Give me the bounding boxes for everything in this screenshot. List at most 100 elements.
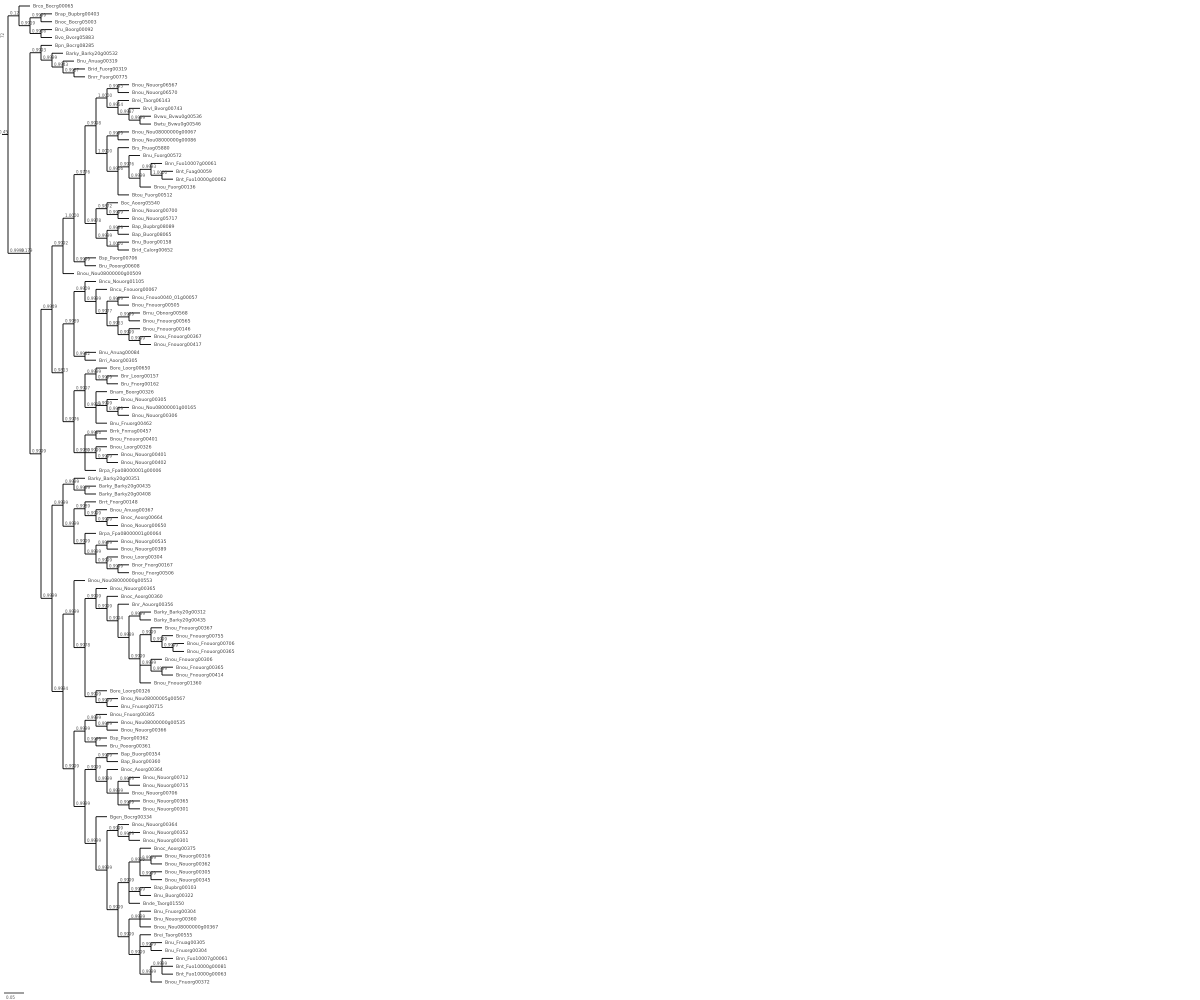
support-value: 0.9976 xyxy=(65,416,79,421)
support-value: 0.9999 xyxy=(32,13,46,18)
support-value: 0.9999 xyxy=(120,312,134,317)
leaf-label: Bnou_Nouorg05717 xyxy=(132,216,177,222)
support-value: 0.9999 xyxy=(65,609,79,614)
support-value: 0.9989 xyxy=(120,632,134,637)
support-value: 0.9994 xyxy=(109,616,123,621)
support-value: 0.9982 xyxy=(76,351,90,356)
support-value: 0.9999 xyxy=(98,400,112,405)
support-value: 0.9999 xyxy=(109,825,123,830)
leaf-label: Bnu_Fnuorg00715 xyxy=(121,704,163,710)
support-value: 0.9999 xyxy=(98,776,112,781)
support-value: 0.9999 xyxy=(98,516,112,521)
leaf-label: Bnou_Nouorg00365 xyxy=(143,799,188,805)
leaf-label: Bnou_Fnouorg00414 xyxy=(176,673,224,679)
support-value: 0.9954 xyxy=(109,102,123,107)
support-value: 0.9963 xyxy=(109,321,123,326)
leaf-label: Bnou_Fnouorg01360 xyxy=(154,681,202,687)
support-value: 0.9999 xyxy=(109,131,123,136)
support-value: 0.9999 xyxy=(98,233,112,238)
support-value: 0.9999 xyxy=(98,865,112,870)
support-value: 0.9999 xyxy=(153,666,167,671)
leaf-label: Brei_Taorg06143 xyxy=(132,98,170,104)
leaf-label: Brs_Pruag05880 xyxy=(132,145,170,151)
leaf-label: Bvwu_Bvwu0g00536 xyxy=(154,114,202,120)
leaf-label: Bnde_Taorg01550 xyxy=(143,901,184,907)
support-value: 0.9999 xyxy=(109,296,123,301)
leaf-label: Bnou_Loorg00304 xyxy=(121,555,163,561)
tree-branches xyxy=(2,5,184,983)
support-value: 0.9986 xyxy=(87,430,101,435)
support-value: 0.9999 xyxy=(87,715,101,720)
leaf-label: Bnou_Nouorg00401 xyxy=(121,452,166,458)
leaf-label: Bnrr_Fuorg00775 xyxy=(88,74,128,80)
leaf-label: Bnr_Loorg00157 xyxy=(121,374,159,380)
support-value: 0.9999 xyxy=(32,449,46,454)
support-value: 0.9966 xyxy=(109,166,123,171)
support-value: 0.9978 xyxy=(87,218,101,223)
leaf-label: Bnu_Fnuorg00304 xyxy=(165,948,207,954)
support-value: 0.9999 xyxy=(142,871,156,876)
support-value: 0.9989 xyxy=(65,319,79,324)
leaf-label: Barky_Barky20g00312 xyxy=(154,610,206,616)
leaf-label: Bnou_Fnouorg00565 xyxy=(143,318,191,324)
leaf-label: Barky_Barky20g00435 xyxy=(99,484,151,490)
leaf-label: Bnou_Fnuorg00365 xyxy=(110,712,155,718)
leaf-label: Bnu_Buorg00158 xyxy=(132,240,172,246)
leaf-label: Bap_Bupbrg08089 xyxy=(132,224,174,230)
root-support-label: 72 xyxy=(0,32,5,38)
leaf-label: Brvl_Bvorg00743 xyxy=(143,106,182,112)
leaf-label: Barky_Barky20g00532 xyxy=(66,51,118,57)
support-value: 0.9999 xyxy=(87,737,101,742)
support-value: 0.9949 xyxy=(43,304,57,309)
leaf-label: Bnou_Nouorg00301 xyxy=(143,838,188,844)
leaf-label: Bnou_Fnouorg00417 xyxy=(154,342,202,348)
support-value: 0.9999 xyxy=(87,296,101,301)
support-value: 0.9999 xyxy=(120,800,134,805)
support-value: 0.9999 xyxy=(98,697,112,702)
leaf-label: Brpa_Fpa08000001g00064 xyxy=(99,531,161,537)
leaf-label: Bnn_Fuo10007g00061 xyxy=(176,956,228,962)
support-value: 1.0000 xyxy=(98,148,112,153)
leaf-label: Bap_Bupbrg00103 xyxy=(154,885,196,891)
leaf-label: Bnou_Nouorg00700 xyxy=(132,208,177,214)
leaf-label: Bnoc_Aoorg00364 xyxy=(121,767,163,773)
support-value: 0.9999 xyxy=(98,752,112,757)
support-value: 0.9999 xyxy=(109,225,123,230)
support-value: 0.9999 xyxy=(142,855,156,860)
support-value: 0.9999 xyxy=(87,691,101,696)
leaf-label: Bnoc_Aoorg00375 xyxy=(154,846,196,852)
leaf-label: Bnou_Nouorg00715 xyxy=(143,783,188,789)
support-value: 0.9776 xyxy=(76,169,90,174)
support-value: 0.9999 xyxy=(131,857,145,862)
leaf-label: Brnu_Obnorg00568 xyxy=(143,311,188,317)
support-value: 0.9992 xyxy=(54,241,68,246)
leaf-label: Bnou_Nouorg06570 xyxy=(132,90,177,96)
leaf-label: Bnu_Fnuorg00462 xyxy=(110,421,152,427)
support-value: 0.9999 xyxy=(131,335,145,340)
support-value: 0.9999 xyxy=(65,521,79,526)
leaf-label: Bnor_Fnorg00167 xyxy=(132,562,173,568)
support-value: 0.9999 xyxy=(120,932,134,937)
support-value: 0.9999 xyxy=(164,642,178,647)
support-value: 0.9999 xyxy=(98,721,112,726)
leaf-label: Bnn_Fuo10007g00061 xyxy=(165,161,217,167)
support-value: 0.9987 xyxy=(120,109,134,114)
support-value: 0.9919 xyxy=(21,20,35,25)
support-value: 1.0000 xyxy=(65,213,79,218)
support-value: 0.9993 xyxy=(32,48,46,53)
leaf-label: Brrt_Fnorg00148 xyxy=(99,499,138,505)
leaf-label: Bnou_Nouorg00306 xyxy=(132,413,177,419)
support-value: 0.9999 xyxy=(142,969,156,974)
support-value: 0.9998 xyxy=(87,121,101,126)
leaf-label: Bnou_Nou08000000g00086 xyxy=(132,137,196,143)
support-value: 0.9999 xyxy=(76,726,90,731)
leaf-label: Bap_Buorg00360 xyxy=(121,759,160,765)
leaf-label: Bnou_Nouorg00345 xyxy=(165,877,210,883)
support-value: 0.9999 xyxy=(87,447,101,452)
leaf-label: Bpn_Bocrg08285 xyxy=(55,43,94,49)
leaf-label: Bnt_Fuo10000g00063 xyxy=(176,972,226,978)
leaf-label: Bnou_Fnouorg00755 xyxy=(176,633,224,639)
leaf-label: Bnou_Nouorg00301 xyxy=(143,806,188,812)
leaf-label: Brco_Bocrg00065 xyxy=(33,4,73,10)
support-value: 0.9999 xyxy=(76,257,90,262)
